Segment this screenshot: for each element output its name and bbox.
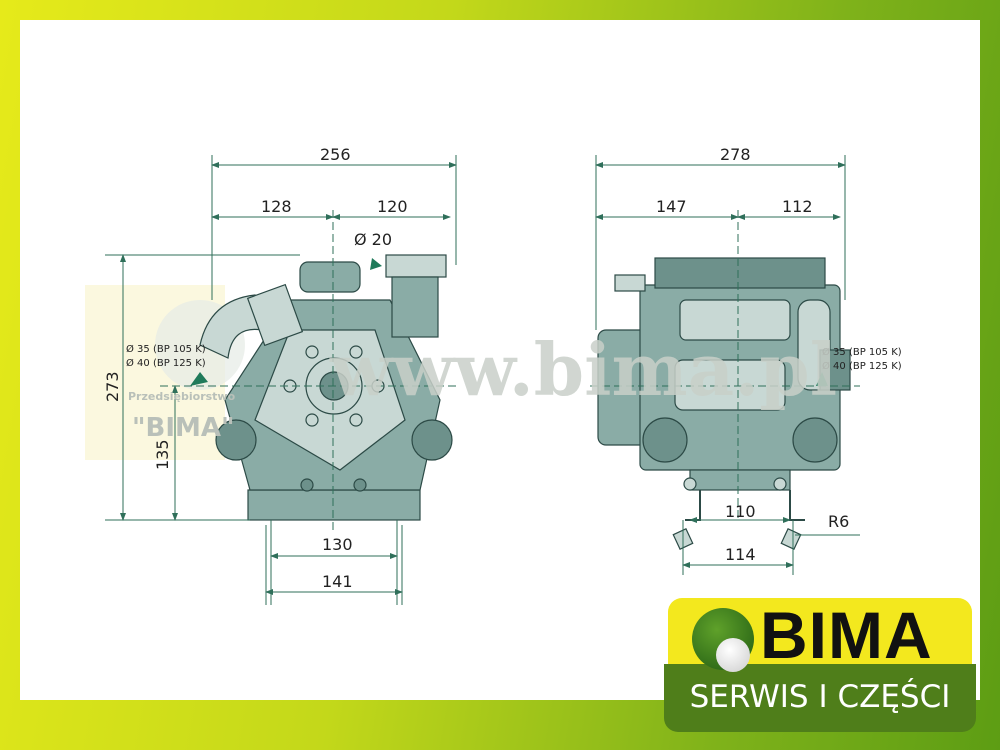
logo-tagline: SERWIS I CZĘŚCI — [689, 679, 951, 715]
watermark-company-name: "BIMA" — [132, 413, 235, 443]
dim-radius: R6 — [828, 512, 849, 531]
dim-base-inner-front: 130 — [322, 535, 353, 554]
inlet-label-2-side: Ø 40 (BP 125 K) — [822, 360, 902, 372]
inlet-label-1-front: Ø 35 (BP 105 K) — [126, 343, 206, 355]
dim-right-side: 112 — [782, 197, 813, 216]
bima-logo: BIMA SERWIS I CZĘŚCI — [664, 598, 976, 738]
pump-side-view — [597, 257, 851, 551]
dim-base-inner-side: 110 — [725, 502, 756, 521]
inlet-label-2-front: Ø 40 (BP 125 K) — [126, 357, 206, 369]
dim-height: 273 — [103, 371, 122, 402]
dim-right-front: 120 — [377, 197, 408, 216]
dim-total-width-front: 256 — [320, 145, 351, 164]
dim-axis-height: 135 — [153, 439, 172, 470]
logo-bottom-band — [664, 664, 976, 732]
drawing-canvas: 256 128 120 Ø 20 273 135 130 141 Ø 35 (B… — [20, 20, 980, 700]
watermark-url: www.bima.pl — [329, 327, 837, 412]
inlet-label-1-side: Ø 35 (BP 105 K) — [822, 346, 902, 358]
dim-total-width-side: 278 — [720, 145, 751, 164]
dim-left-side: 147 — [656, 197, 687, 216]
dim-left-front: 128 — [261, 197, 292, 216]
dim-base-outer-front: 141 — [322, 572, 353, 591]
pump-front-view — [199, 254, 453, 521]
watermark-company-line: Przedsiębiorstwo — [128, 390, 236, 403]
dim-base-outer-side: 114 — [725, 545, 756, 564]
side-view-dimensions — [590, 155, 860, 575]
dim-outlet-diameter: Ø 20 — [354, 230, 392, 249]
front-view-dimensions — [105, 155, 460, 605]
logo-white-ball-icon — [716, 638, 750, 672]
technical-drawing: 256 128 120 Ø 20 273 135 130 141 Ø 35 (B… — [85, 145, 902, 605]
logo-brand: BIMA — [760, 598, 933, 672]
